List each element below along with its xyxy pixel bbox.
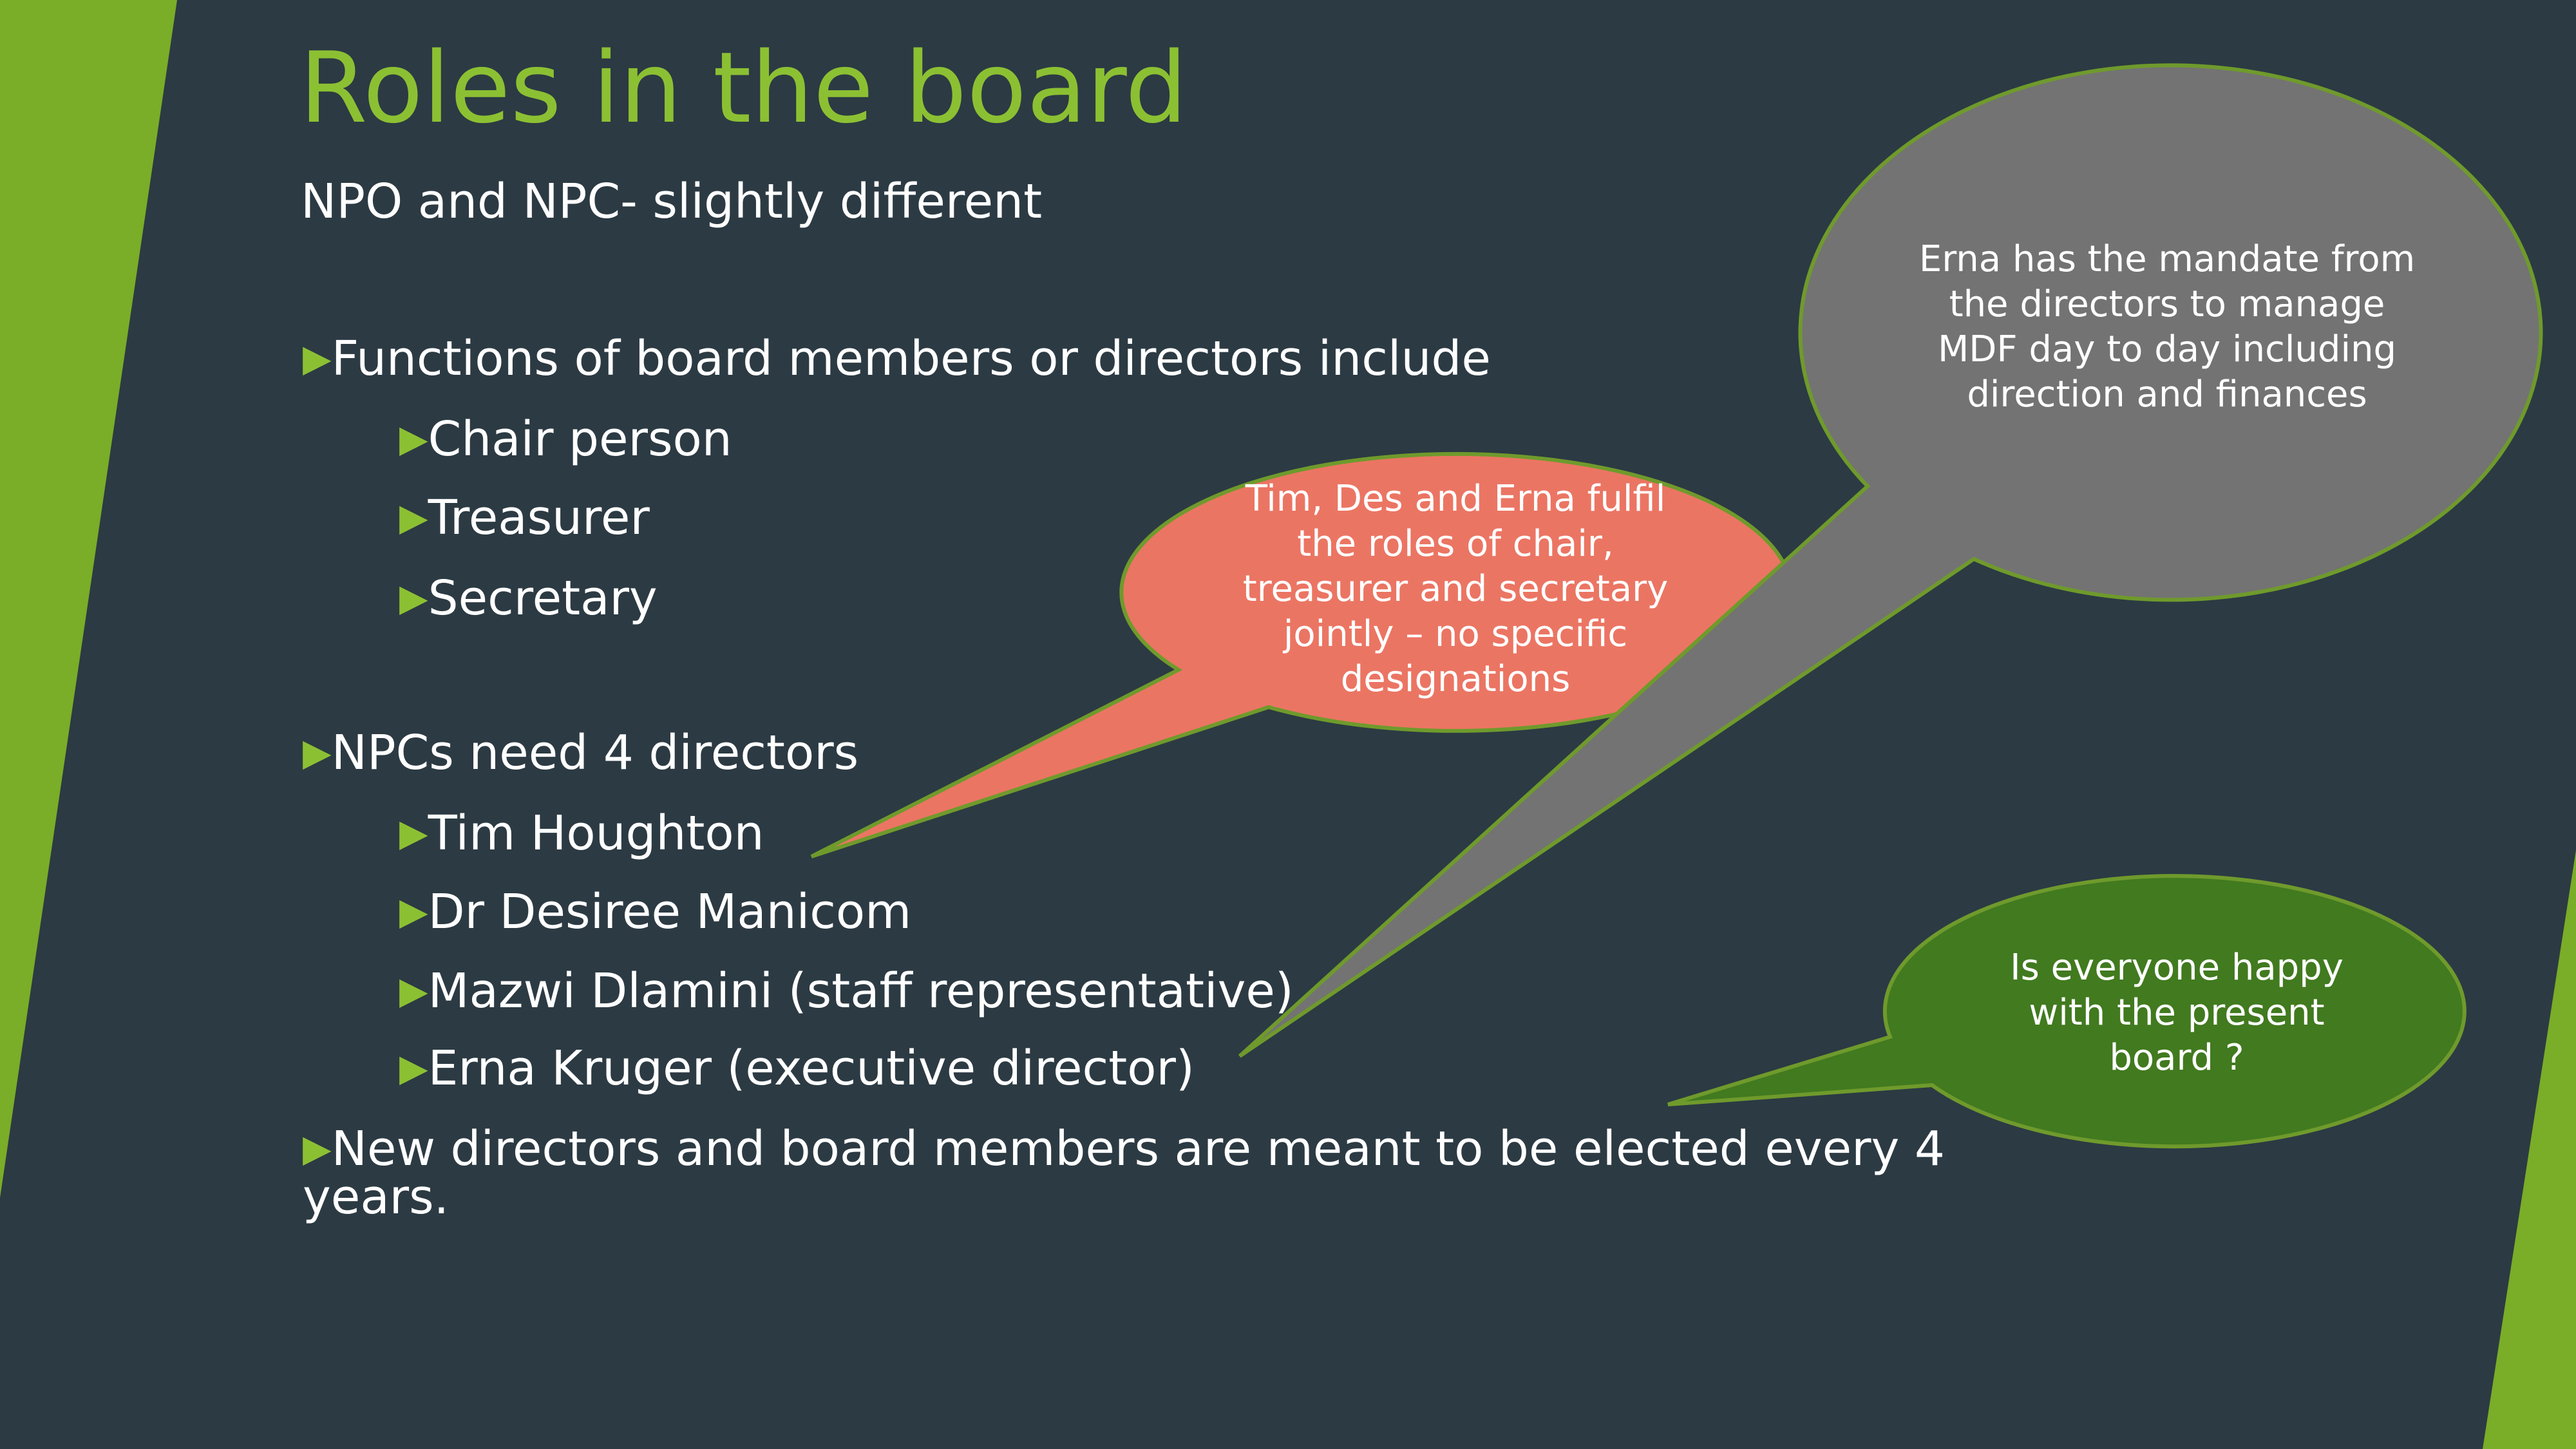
callout-line: MDF day to day including <box>1937 328 2397 370</box>
bullet-arrow-icon: ▶ <box>303 1126 332 1170</box>
green-callout-bubble <box>1667 874 2467 1149</box>
bullet-npcs-need: ▶NPCs need 4 directors <box>303 725 859 781</box>
bullet-text: Tim Houghton <box>428 806 764 861</box>
bullet-arrow-icon: ▶ <box>399 576 428 620</box>
bullet-arrow-icon: ▶ <box>399 417 428 460</box>
bullet-chair: ▶Chair person <box>399 412 732 467</box>
grey-callout-bubble <box>1238 63 2543 1058</box>
grey-callout-text: Erna has the mandate from the directors … <box>1855 237 2479 417</box>
bullet-arrow-icon: ▶ <box>399 889 428 933</box>
bullet-text: NPCs need 4 directors <box>331 725 859 781</box>
bullet-arrow-icon: ▶ <box>303 336 332 380</box>
bullet-new-directors: ▶New directors and board members are mea… <box>303 1121 1945 1226</box>
bullet-arrow-icon: ▶ <box>399 811 428 855</box>
bullet-arrow-icon: ▶ <box>303 730 332 774</box>
green-callout-text: Is everyone happy with the present board… <box>1932 945 2421 1081</box>
callout-line: Tim, Des and Erna fulfil <box>1245 478 1666 520</box>
bullet-text: Erna Kruger (executive director) <box>428 1041 1195 1096</box>
bullet-text: Functions of board members or directors … <box>331 331 1491 386</box>
callout-line: designations <box>1340 658 1571 700</box>
slide-title: Roles in the board <box>299 31 1188 145</box>
bullet-secretary: ▶Secretary <box>399 571 658 626</box>
callout-line: jointly – no specific <box>1283 613 1628 655</box>
bullet-text: Mazwi Dlamini (staff representative) <box>428 963 1294 1019</box>
bullet-director-3: ▶Mazwi Dlamini (staff representative) <box>399 963 1294 1019</box>
bullet-text: Secretary <box>428 571 658 626</box>
callout-line: board ? <box>2109 1037 2244 1079</box>
bullet-text: Treasurer <box>428 490 650 545</box>
bullet-text: Dr Desiree Manicom <box>428 884 912 940</box>
bullet-director-2: ▶Dr Desiree Manicom <box>399 884 912 940</box>
callout-line: the directors to manage <box>1949 283 2385 325</box>
callout-line: with the present <box>2029 992 2325 1034</box>
callout-line: direction and finances <box>1967 374 2367 415</box>
callout-line: treasurer and secretary <box>1242 568 1669 610</box>
left-accent-stripe <box>0 0 177 1198</box>
right-accent-stripe <box>2483 850 2576 1449</box>
callout-line: the roles of chair, <box>1297 523 1614 565</box>
bullet-arrow-icon: ▶ <box>399 495 428 539</box>
bullet-treasurer: ▶Treasurer <box>399 490 650 545</box>
bullet-arrow-icon: ▶ <box>399 969 428 1012</box>
red-callout-bubble <box>810 451 1794 858</box>
callout-line: Is everyone happy <box>2010 947 2344 989</box>
bullet-director-4: ▶Erna Kruger (executive director) <box>399 1041 1195 1096</box>
red-callout-text: Tim, Des and Erna fulfil the roles of ch… <box>1140 477 1771 702</box>
bullet-arrow-icon: ▶ <box>399 1046 428 1090</box>
bullet-text: New directors and board members are mean… <box>331 1121 1945 1177</box>
callout-line: Erna has the mandate from <box>1918 238 2416 280</box>
bullet-director-1: ▶Tim Houghton <box>399 806 764 861</box>
bullet-text-continuation: years. <box>303 1170 450 1226</box>
bullet-text: Chair person <box>428 412 732 467</box>
slide-subtitle: NPO and NPC- slightly different <box>301 174 1043 229</box>
bullet-functions: ▶Functions of board members or directors… <box>303 331 1491 386</box>
